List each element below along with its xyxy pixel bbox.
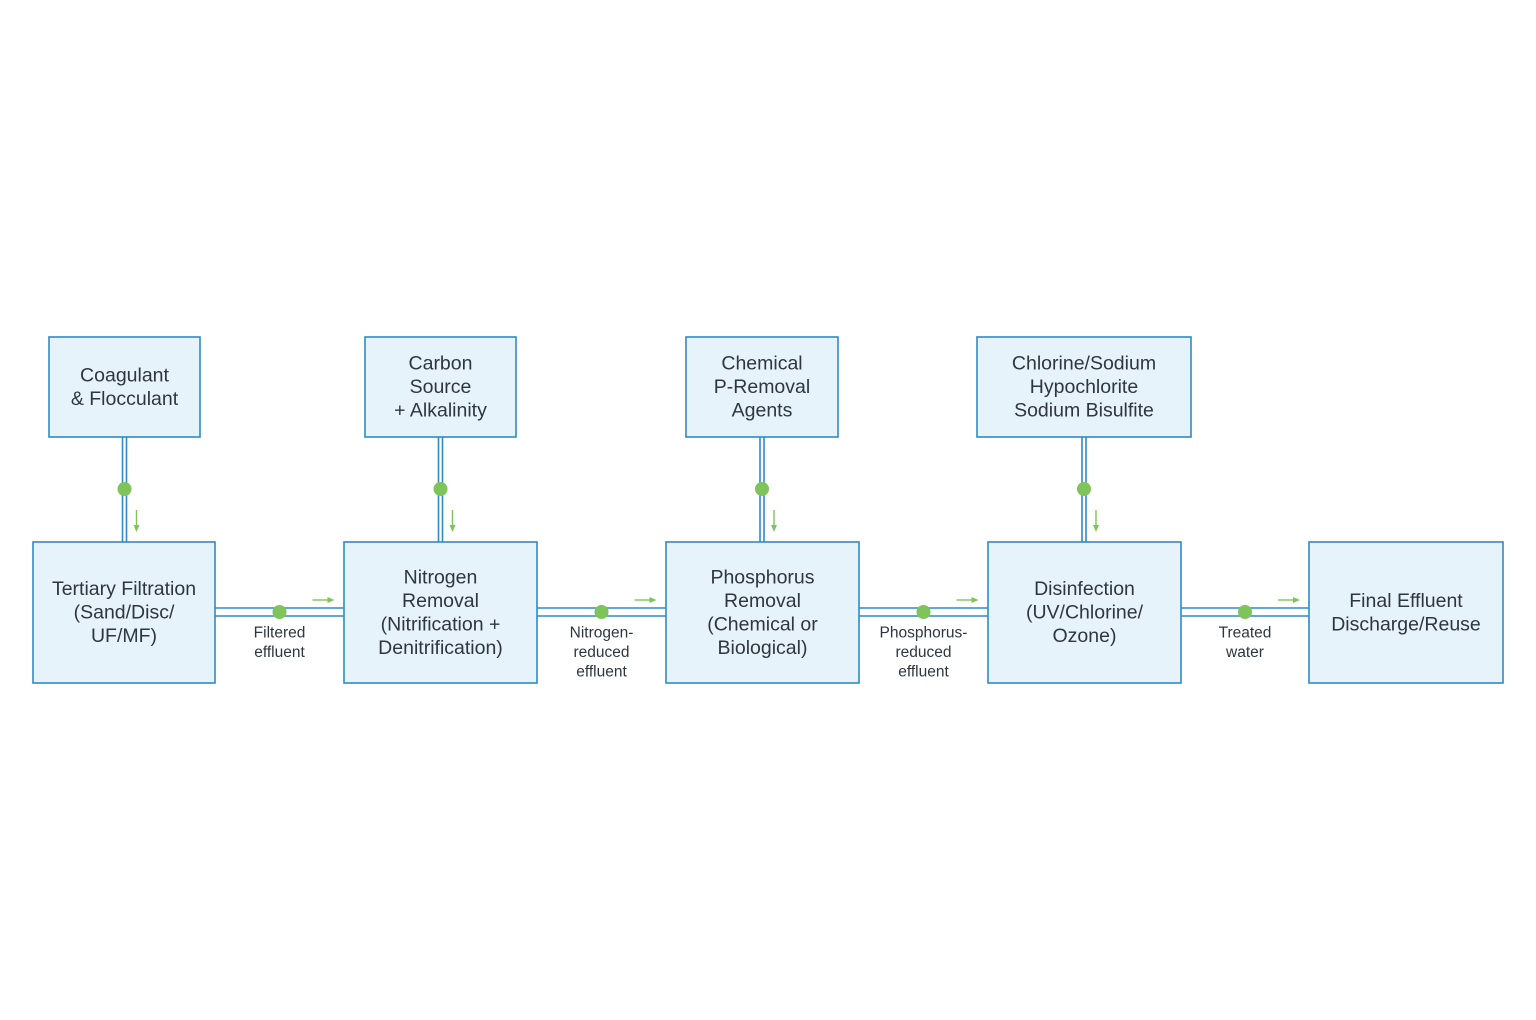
dosing-coagulant-line: & Flocculant <box>71 388 179 410</box>
dosing-box-coagulant <box>48 336 201 438</box>
stage-box-final-effluent <box>1308 541 1504 684</box>
stage-box-phosphorus-removal <box>665 541 860 684</box>
flow-phosphorus-reduced-effluent-line: effluent <box>898 664 949 681</box>
down-arrow-head <box>449 525 456 532</box>
stage-nitrogen-removal-line: Nitrogen <box>404 566 478 588</box>
stage-tertiary-filtration-line: Tertiary Filtration <box>52 578 196 600</box>
boxes <box>32 336 1504 684</box>
dosing-carbon-line: Source <box>410 376 472 398</box>
stage-phosphorus-removal-line: (Chemical or <box>707 613 818 635</box>
stage-nitrogen-removal-line: Removal <box>402 590 479 612</box>
flow-filtered-effluent-line: effluent <box>254 644 305 661</box>
dosing-chlorine-line: Chlorine/Sodium <box>1012 353 1156 375</box>
dosing-box-chlorine <box>976 336 1192 438</box>
dosing-chlorine-line: Sodium Bisulfite <box>1014 400 1154 422</box>
flow-treated-water-line: water <box>1225 644 1264 661</box>
stage-disinfection-line: Disinfection <box>1034 578 1135 600</box>
flow-node <box>272 605 287 619</box>
stage-phosphorus-removal-line: Phosphorus <box>710 566 814 588</box>
stage-box-tertiary-filtration <box>32 541 216 684</box>
stage-disinfection-label: Disinfection(UV/Chlorine/Ozone) <box>1026 578 1144 647</box>
stage-nitrogen-removal-line: (Nitrification + <box>381 613 501 635</box>
dosing-carbon-line: + Alkalinity <box>394 400 487 422</box>
stage-disinfection-line: (UV/Chlorine/ <box>1026 602 1144 624</box>
dosing-coagulant-line: Coagulant <box>80 364 169 386</box>
dosing-flow-node <box>1077 482 1091 496</box>
dosing-box-chemical-p <box>685 336 839 438</box>
stage-box-nitrogen-removal <box>343 541 538 684</box>
dosing-chemical-p-line: P-Removal <box>714 376 810 398</box>
stage-final-effluent-line: Final Effluent <box>1349 590 1463 612</box>
stage-final-effluent-line: Discharge/Reuse <box>1331 613 1481 635</box>
stage-nitrogen-removal-line: Denitrification) <box>378 637 503 659</box>
right-arrow-head <box>327 597 335 603</box>
down-arrow-head <box>1093 525 1099 532</box>
dosing-box-carbon <box>364 336 517 438</box>
stage-phosphorus-removal-line: Biological) <box>718 637 808 659</box>
flow-treated-water-line: Treated <box>1219 625 1272 642</box>
flow-nitrogen-reduced-effluent-line: Nitrogen- <box>570 625 634 642</box>
flow-phosphorus-reduced-effluent-line: reduced <box>895 644 951 661</box>
dosing-chemical-p-line: Agents <box>732 400 793 422</box>
flow-node <box>594 605 609 619</box>
flow-treated-water-label: Treated water <box>1219 625 1272 662</box>
flow-filtered-effluent-label: Filtered effluent <box>254 625 306 662</box>
down-arrow-head <box>771 525 777 532</box>
stage-tertiary-filtration-label: Tertiary Filtration(Sand/Disc/UF/MF) <box>52 578 196 647</box>
dosing-carbon-line: Carbon <box>409 353 473 375</box>
right-arrow-head <box>1293 597 1300 603</box>
flow-filtered-effluent-line: Filtered <box>254 625 306 642</box>
flow-phosphorus-reduced-effluent-label: Phosphorus-reduced effluent <box>880 625 968 681</box>
stage-tertiary-filtration-line: UF/MF) <box>91 625 157 647</box>
flow-nitrogen-reduced-effluent-label: Nitrogen-reduced effluent <box>570 625 634 681</box>
flow-nitrogen-reduced-effluent-line: effluent <box>576 664 627 681</box>
flow-nitrogen-reduced-effluent-line: reduced <box>573 644 629 661</box>
dosing-chemical-p-line: Chemical <box>721 353 802 375</box>
stage-disinfection-line: Ozone) <box>1053 625 1117 647</box>
right-arrow-head <box>649 597 657 603</box>
dosing-flow-node <box>433 482 448 496</box>
dosing-coagulant-label: Coagulant& Flocculant <box>71 364 179 410</box>
flow-node <box>916 605 931 619</box>
dosing-flow-node <box>755 482 769 496</box>
right-arrow-head <box>971 597 979 603</box>
flow-phosphorus-reduced-effluent-line: Phosphorus- <box>880 625 968 642</box>
dosing-chlorine-line: Hypochlorite <box>1030 376 1138 398</box>
stage-tertiary-filtration-line: (Sand/Disc/ <box>74 602 175 624</box>
dosing-flow-node <box>117 482 132 496</box>
flow-markers <box>117 482 1300 619</box>
flow-node <box>1238 605 1252 619</box>
stage-box-disinfection <box>987 541 1182 684</box>
stage-phosphorus-removal-line: Removal <box>724 590 801 612</box>
down-arrow-head <box>133 525 140 532</box>
